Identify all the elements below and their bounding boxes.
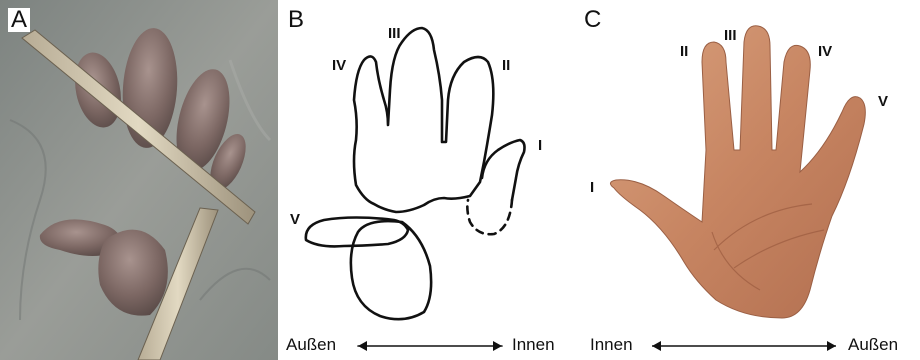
digit-label-ii: II (502, 58, 510, 73)
outline-digit-i (482, 140, 525, 200)
hand-comparison-panel: C III II IV V I Innen Außen (584, 0, 920, 360)
hand-digit-label-iii: III (724, 28, 737, 43)
outline-dashed (467, 200, 512, 234)
hand-axis-label-left: Innen (590, 336, 633, 353)
footprint-outline-drawing (284, 0, 584, 360)
digit-label-i: I (538, 138, 542, 153)
panel-label-b: B (288, 8, 304, 32)
outline-heel (351, 221, 431, 319)
fossil-photo-panel: A (0, 0, 278, 360)
axis-label-right: Innen (512, 336, 555, 353)
outline-main (354, 28, 493, 212)
fossil-footprint-image (0, 0, 278, 360)
hand-digit-label-i: I (590, 180, 594, 195)
digit-label-v: V (290, 212, 300, 227)
hand-digit-label-iv: IV (818, 44, 832, 59)
human-hand-image (584, 0, 920, 360)
panel-label-a: A (8, 8, 30, 32)
hand-digit-label-v: V (878, 94, 888, 109)
digit-label-iii: III (388, 26, 401, 41)
outline-drawing-panel: B III IV II I V Außen Innen (284, 0, 584, 360)
hand-axis-label-right: Außen (848, 336, 898, 353)
digit-label-iv: IV (332, 58, 346, 73)
axis-label-left: Außen (286, 336, 336, 353)
panel-label-c: C (584, 8, 601, 32)
hand-digit-label-ii: II (680, 44, 688, 59)
